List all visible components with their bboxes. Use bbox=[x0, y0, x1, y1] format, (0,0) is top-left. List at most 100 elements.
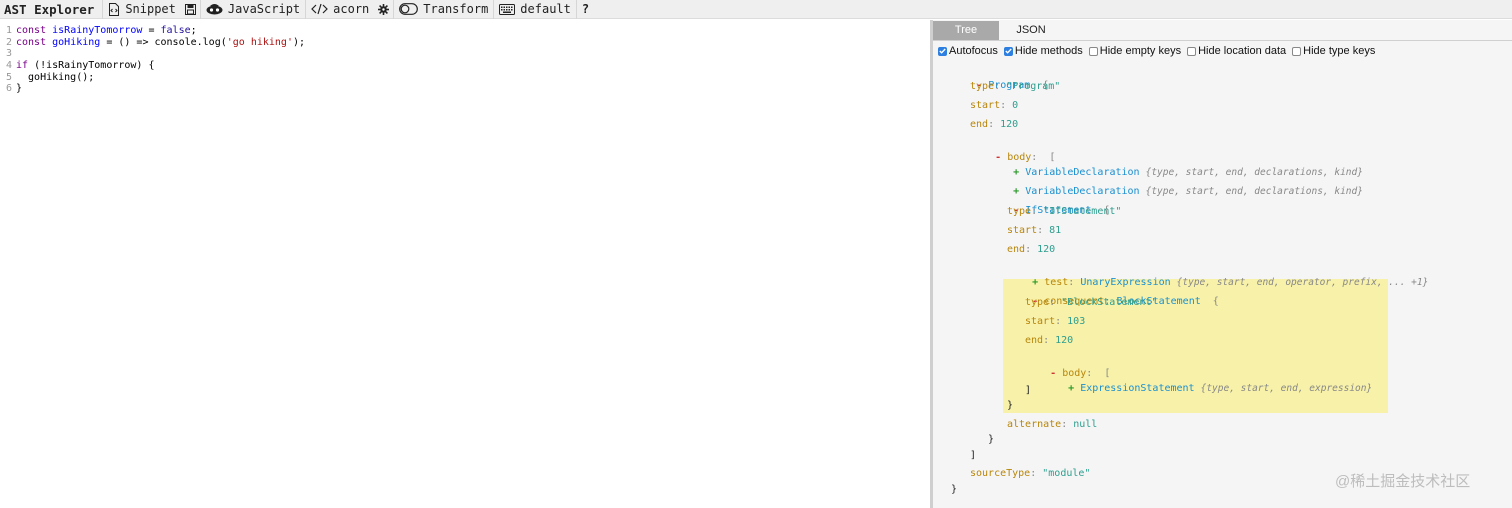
toggle-off-icon bbox=[399, 3, 419, 15]
parser-select[interactable]: acorn bbox=[306, 0, 374, 19]
parser-settings-button[interactable] bbox=[374, 0, 393, 19]
open-bracket: [ bbox=[1104, 368, 1111, 379]
open-brace: { bbox=[1103, 205, 1110, 216]
checkbox[interactable] bbox=[1088, 46, 1098, 56]
tree-node-program[interactable]: - Program { bbox=[940, 65, 1048, 91]
checkbox[interactable] bbox=[1187, 46, 1197, 56]
checkbox[interactable] bbox=[938, 46, 947, 56]
tree-prop-end: end: 120 bbox=[1007, 244, 1056, 255]
collapse-toggle[interactable]: - bbox=[1050, 368, 1057, 379]
tree-options: Autofocus Hide methods Hide empty keys Hide… bbox=[938, 44, 1381, 58]
expand-toggle[interactable]: + bbox=[1013, 186, 1020, 197]
open-brace: { bbox=[1212, 296, 1219, 307]
node-summary: {type, start, end, declarations, kind} bbox=[1145, 186, 1363, 197]
toolbar-divider bbox=[102, 0, 104, 19]
tree-prop-start: start: 103 bbox=[1025, 316, 1086, 327]
save-button[interactable] bbox=[181, 0, 200, 19]
collapse-toggle[interactable]: - bbox=[976, 80, 983, 91]
close-brace: } bbox=[988, 434, 995, 445]
help-icon: ? bbox=[581, 2, 590, 16]
line-number: 2 bbox=[5, 36, 12, 48]
option-hide-type-keys[interactable]: Hide type keys bbox=[1292, 45, 1375, 57]
prop-value: "module" bbox=[1042, 468, 1091, 479]
tree-prop-body[interactable]: - body: [ bbox=[1050, 368, 1111, 379]
parser-label: acorn bbox=[333, 2, 370, 16]
prop-key: body bbox=[1062, 368, 1087, 379]
code-token: const bbox=[16, 36, 47, 48]
checkbox[interactable] bbox=[1003, 46, 1013, 56]
prop-value: "Program" bbox=[1006, 81, 1061, 92]
node-name: VariableDeclaration bbox=[1025, 167, 1140, 178]
prop-key: type bbox=[970, 81, 995, 92]
prop-key: type bbox=[1025, 297, 1050, 308]
tree-node-variable-declaration[interactable]: + VariableDeclaration {type, start, end,… bbox=[977, 152, 1363, 178]
tree-prop-test[interactable]: + test: UnaryExpression {type, start, en… bbox=[1032, 277, 1429, 288]
code-token: if bbox=[16, 60, 29, 72]
collapse-toggle[interactable]: - bbox=[1032, 296, 1039, 307]
close-bracket: ] bbox=[970, 450, 977, 461]
prop-key: consequent bbox=[1044, 296, 1105, 307]
expand-toggle[interactable]: + bbox=[1068, 383, 1075, 394]
code-token: ; bbox=[190, 25, 197, 36]
tree-prop-type: type: "Program" bbox=[970, 81, 1061, 92]
collapse-toggle[interactable]: - bbox=[1013, 205, 1020, 216]
snippet-button[interactable]: Snippet bbox=[103, 0, 181, 19]
tree-prop-end: end: 120 bbox=[970, 119, 1019, 130]
tree-node-expression-statement[interactable]: + ExpressionStatement {type, start, end,… bbox=[1032, 368, 1372, 394]
tab-json[interactable]: JSON bbox=[999, 21, 1063, 40]
tree-node-if-statement[interactable]: - IfStatement { bbox=[977, 190, 1109, 216]
line-number: 4 bbox=[5, 60, 12, 72]
code-line[interactable]: 4 if (!isRainyTomorrow) { bbox=[0, 60, 930, 72]
code-line[interactable]: 6} bbox=[0, 83, 930, 95]
code-token: } bbox=[16, 83, 23, 95]
option-autofocus[interactable]: Autofocus bbox=[938, 45, 998, 57]
collapse-toggle[interactable]: - bbox=[995, 152, 1002, 163]
tree-prop-end: end: 120 bbox=[1025, 335, 1074, 346]
snippet-label: Snippet bbox=[125, 2, 176, 16]
expand-toggle[interactable]: + bbox=[1032, 277, 1039, 288]
code-token: (!isRainyTomorrow) { bbox=[28, 60, 155, 72]
watermark: @稀土掘金技术社区 bbox=[1335, 473, 1471, 490]
pane-splitter[interactable] bbox=[930, 20, 933, 508]
toolbar-divider bbox=[393, 0, 395, 19]
prop-key: start bbox=[970, 100, 1001, 111]
code-line[interactable]: 5 goHiking(); bbox=[0, 72, 930, 84]
code-token: = () => console.log( bbox=[100, 36, 227, 48]
tree-prop-consequent[interactable]: - consequent: BlockStatement { bbox=[1032, 296, 1219, 307]
code-line[interactable]: 3 bbox=[0, 48, 930, 60]
tab-tree[interactable]: Tree bbox=[933, 21, 999, 40]
toolbar: AST Explorer Snippet JavaScript acorn bbox=[0, 0, 1512, 19]
node-summary: {type, start, end, declarations, kind} bbox=[1145, 167, 1363, 178]
gear-icon bbox=[378, 3, 390, 15]
code-token: goHiking bbox=[52, 36, 101, 48]
tree-prop-source-type: sourceType: "module" bbox=[970, 468, 1091, 479]
save-icon bbox=[184, 3, 196, 15]
checkbox[interactable] bbox=[1292, 46, 1302, 56]
tree-prop-body[interactable]: - body: [ bbox=[995, 152, 1056, 163]
tree-node-variable-declaration[interactable]: + VariableDeclaration {type, start, end,… bbox=[977, 171, 1363, 197]
line-code: } bbox=[16, 83, 22, 95]
option-hide-empty-keys[interactable]: Hide empty keys bbox=[1088, 45, 1182, 57]
open-bracket: [ bbox=[1049, 152, 1056, 163]
expand-toggle[interactable]: + bbox=[1013, 167, 1020, 178]
prop-value: null bbox=[1073, 419, 1098, 430]
help-button[interactable]: ? bbox=[577, 0, 594, 19]
node-summary: {type, start, end, operator, prefix, ...… bbox=[1176, 277, 1429, 288]
option-hide-location-data[interactable]: Hide location data bbox=[1187, 45, 1286, 57]
option-label: Hide empty keys bbox=[1099, 45, 1182, 57]
option-label: Hide type keys bbox=[1303, 45, 1376, 57]
language-select[interactable]: JavaScript bbox=[201, 0, 305, 19]
keymap-select[interactable]: default bbox=[494, 0, 576, 19]
transform-toggle[interactable]: Transform bbox=[394, 0, 493, 19]
prop-value: "IfStatement" bbox=[1043, 206, 1122, 217]
code-token: false bbox=[160, 25, 191, 36]
code-token: const bbox=[16, 25, 47, 36]
prop-key: body bbox=[1007, 152, 1032, 163]
line-number: 3 bbox=[5, 48, 12, 60]
toolbar-divider bbox=[493, 0, 495, 19]
option-hide-methods[interactable]: Hide methods bbox=[1003, 45, 1083, 57]
prop-value: 120 bbox=[1037, 244, 1056, 255]
